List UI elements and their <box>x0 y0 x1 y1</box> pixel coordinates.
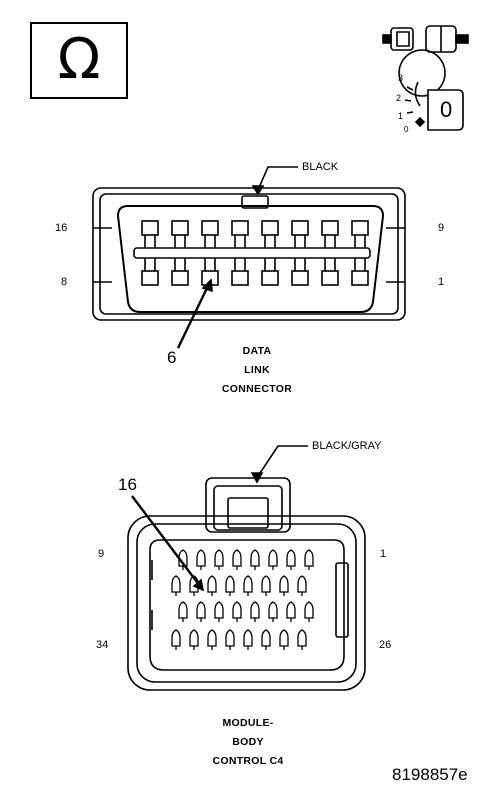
bcm-caption-line-2: BODY <box>232 736 264 748</box>
bcm-terminal-pin <box>279 575 289 593</box>
bcm-terminal-pin <box>268 549 278 567</box>
switch-position-1: 1 <box>398 111 404 121</box>
dlc-caption: DATA LINK CONNECTOR <box>187 344 327 396</box>
switch-position-0: 0 <box>404 125 409 134</box>
bcm-terminal-pin <box>225 575 235 593</box>
bcm-caption-line-1: MODULE- <box>222 717 274 729</box>
ohmmeter-symbol-box: Ω <box>30 22 128 99</box>
bcm-leaders <box>131 445 308 592</box>
bcm-terminal-pin <box>297 575 307 593</box>
bcm-wire-color: BLACK/GRAY <box>312 440 382 452</box>
dlc-bottom-pin-row <box>141 258 369 286</box>
bcm-pin-label-1: 1 <box>380 548 387 560</box>
dlc-pin-label-1: 1 <box>438 276 445 288</box>
bcm-pin-field <box>171 549 314 650</box>
key-center-label: 0 <box>440 97 453 122</box>
bcm-pin-label-26: 26 <box>379 639 392 651</box>
bcm-caption: MODULE- BODY CONTROL C4 <box>178 716 318 768</box>
dlc-caption-line-3: CONNECTOR <box>221 383 293 395</box>
bcm-caption-line-3: CONTROL C4 <box>212 755 284 767</box>
bcm-c4-connector-drawing <box>127 477 366 691</box>
bcm-terminal-pin <box>196 549 206 567</box>
bcm-terminal-pin <box>214 601 224 619</box>
dlc-pin-label-9: 9 <box>438 222 445 234</box>
bcm-terminal-pin <box>268 601 278 619</box>
bcm-terminal-pin <box>178 549 188 567</box>
bcm-terminal-pin <box>232 601 242 619</box>
bcm-terminal-pin <box>171 629 181 647</box>
bcm-terminal-pin <box>250 549 260 567</box>
bcm-terminal-pin <box>243 575 253 593</box>
ohm-symbol-icon: Ω <box>57 27 101 92</box>
bcm-terminal-pin <box>171 575 181 593</box>
data-link-connector-drawing <box>92 166 406 349</box>
bcm-terminal-pin <box>279 629 289 647</box>
bcm-terminal-pin <box>286 601 296 619</box>
bcm-terminal-pin <box>297 629 307 647</box>
switch-position-2: 2 <box>396 93 402 103</box>
dlc-wire-color: BLACK <box>302 161 339 173</box>
bcm-pin-label-9: 9 <box>98 548 105 560</box>
switch-position-3: 3 <box>398 73 404 83</box>
bcm-terminal-pin <box>261 575 271 593</box>
bcm-terminal-pin <box>207 575 217 593</box>
dlc-callout-pin: 6 <box>167 348 177 367</box>
figure-id: 8198857e <box>392 765 468 784</box>
bcm-terminal-pin <box>250 601 260 619</box>
bcm-terminal-pin <box>214 549 224 567</box>
bcm-terminal-pin <box>243 629 253 647</box>
bcm-terminal-pin <box>304 549 314 567</box>
bcm-terminal-pin <box>189 629 199 647</box>
bcm-terminal-pin <box>225 629 235 647</box>
connector-disconnect-icon <box>382 25 469 53</box>
bcm-terminal-pin <box>261 629 271 647</box>
bcm-pin-label-34: 34 <box>96 639 109 651</box>
dlc-top-pin-row <box>141 220 369 248</box>
dlc-pin-label-16: 16 <box>55 222 68 234</box>
bcm-terminal-pin <box>286 549 296 567</box>
dlc-caption-line-2: LINK <box>244 364 270 376</box>
bcm-callout-pin: 16 <box>118 475 137 494</box>
bcm-terminal-pin <box>304 601 314 619</box>
bcm-terminal-pin <box>207 629 217 647</box>
bcm-terminal-pin <box>196 601 206 619</box>
bcm-terminal-pin <box>178 601 188 619</box>
dlc-caption-line-1: DATA <box>242 345 272 357</box>
dlc-pin-label-8: 8 <box>61 276 68 288</box>
ignition-key-icon <box>398 49 464 131</box>
bcm-terminal-pin <box>232 549 242 567</box>
